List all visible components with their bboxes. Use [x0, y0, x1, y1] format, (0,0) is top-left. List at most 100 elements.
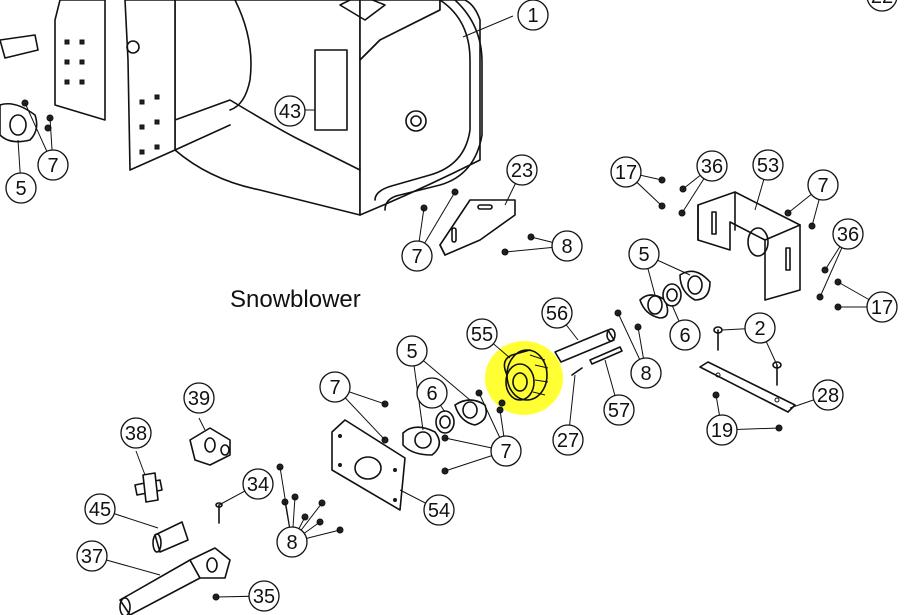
- callout-number: 7: [500, 441, 511, 463]
- callout-bubble: [551, 230, 583, 262]
- callout-bubble: [242, 468, 274, 500]
- callout-bubble: [396, 335, 428, 367]
- callout-5[interactable]: 5: [5, 172, 37, 204]
- center-flange-bearing: [381, 389, 504, 475]
- callout-6[interactable]: 6: [416, 377, 448, 409]
- callout-bubble: [832, 218, 864, 250]
- callout-number: 5: [15, 178, 26, 200]
- callout-19[interactable]: 19: [706, 414, 738, 446]
- callout-55[interactable]: 55: [466, 318, 498, 350]
- callout-45[interactable]: 45: [84, 493, 116, 525]
- callout-54[interactable]: 54: [423, 494, 455, 526]
- callout-56[interactable]: 56: [541, 297, 573, 329]
- callout-1[interactable]: 1: [517, 0, 549, 31]
- bracket-part-23: [439, 199, 516, 256]
- callout-number: 36: [701, 156, 723, 178]
- callout-bubble: [401, 240, 433, 272]
- callout-bubble: [630, 357, 662, 389]
- callout-number: 56: [546, 303, 568, 325]
- callout-bubble: [517, 0, 549, 31]
- callout-bubble: [866, 0, 898, 12]
- callout-8[interactable]: 8: [276, 526, 308, 558]
- callout-number: 57: [608, 400, 630, 422]
- callout-35[interactable]: 35: [248, 580, 280, 612]
- callout-27[interactable]: 27: [552, 424, 584, 456]
- callout-7[interactable]: 7: [807, 169, 839, 201]
- callout-7[interactable]: 7: [401, 240, 433, 272]
- callout-number: 22: [871, 0, 893, 8]
- callout-bubble: [319, 371, 351, 403]
- callout-number: 34: [247, 474, 269, 496]
- callout-number: 6: [426, 383, 437, 405]
- callout-23[interactable]: 23: [506, 154, 538, 186]
- callout-22[interactable]: 22: [866, 0, 898, 12]
- callout-bubble: [84, 493, 116, 525]
- callout-5[interactable]: 5: [628, 238, 660, 270]
- callout-6[interactable]: 6: [669, 319, 701, 351]
- callout-number: 19: [711, 420, 733, 442]
- callout-bubble: [866, 291, 898, 323]
- callout-number: 45: [89, 499, 111, 521]
- pulley-part-55[interactable]: [485, 341, 563, 415]
- callout-number: 7: [329, 377, 340, 399]
- callout-57[interactable]: 57: [603, 394, 635, 426]
- callout-17[interactable]: 17: [866, 291, 898, 323]
- callout-number: 37: [81, 546, 103, 568]
- diagram-title: Snowblower: [230, 286, 361, 313]
- pin-part-27: [571, 367, 583, 376]
- callout-number: 8: [640, 363, 651, 385]
- callout-bubble: [466, 318, 498, 350]
- callout-5[interactable]: 5: [396, 335, 428, 367]
- callout-bubble: [706, 414, 738, 446]
- callout-number: 27: [557, 430, 579, 452]
- callout-7[interactable]: 7: [319, 371, 351, 403]
- callout-number: 2: [754, 318, 765, 340]
- callout-2[interactable]: 2: [744, 312, 776, 344]
- callout-bubble: [490, 435, 522, 467]
- callout-8[interactable]: 8: [630, 357, 662, 389]
- callout-number: 6: [679, 325, 690, 347]
- shaft-part-56: [554, 328, 616, 363]
- snowblower-housing: [174, 0, 483, 216]
- key-part-57: [589, 346, 623, 365]
- plate-part-54: [331, 419, 406, 511]
- callout-bubble: [812, 379, 844, 411]
- driveshaft-part-37: [119, 547, 231, 615]
- callout-number: 1: [527, 5, 538, 27]
- callout-8[interactable]: 8: [551, 230, 583, 262]
- callout-37[interactable]: 37: [76, 540, 108, 572]
- yoke-part-39: [189, 427, 231, 466]
- callout-number: 36: [837, 224, 859, 246]
- callout-number: 7: [411, 246, 422, 268]
- callout-38[interactable]: 38: [120, 417, 152, 449]
- callout-36[interactable]: 36: [832, 218, 864, 250]
- callout-bubble: [248, 580, 280, 612]
- callout-bubble: [541, 297, 573, 329]
- cross-part-38: [134, 472, 163, 503]
- callout-17[interactable]: 17: [610, 156, 642, 188]
- callout-number: 35: [253, 586, 275, 608]
- callout-number: 53: [757, 155, 779, 177]
- callout-34[interactable]: 34: [242, 468, 274, 500]
- callout-36[interactable]: 36: [696, 150, 728, 182]
- callout-number: 55: [471, 324, 493, 346]
- callout-bubble: [669, 319, 701, 351]
- callout-bubble: [76, 540, 108, 572]
- callout-number: 7: [47, 155, 58, 177]
- callout-39[interactable]: 39: [183, 382, 215, 414]
- nuts-part-8-lower: [212, 463, 344, 601]
- callout-number: 17: [615, 162, 637, 184]
- callout-bubble: [5, 172, 37, 204]
- callout-number: 54: [428, 500, 450, 522]
- sleeve-part-45: [152, 521, 189, 553]
- callout-53[interactable]: 53: [752, 149, 784, 181]
- callout-7[interactable]: 7: [490, 435, 522, 467]
- callout-28[interactable]: 28: [812, 379, 844, 411]
- callout-43[interactable]: 43: [274, 95, 306, 127]
- callout-bubble: [276, 526, 308, 558]
- callout-7[interactable]: 7: [37, 149, 69, 181]
- callout-bubble: [120, 417, 152, 449]
- callout-number: 7: [817, 175, 828, 197]
- callout-number: 8: [286, 532, 297, 554]
